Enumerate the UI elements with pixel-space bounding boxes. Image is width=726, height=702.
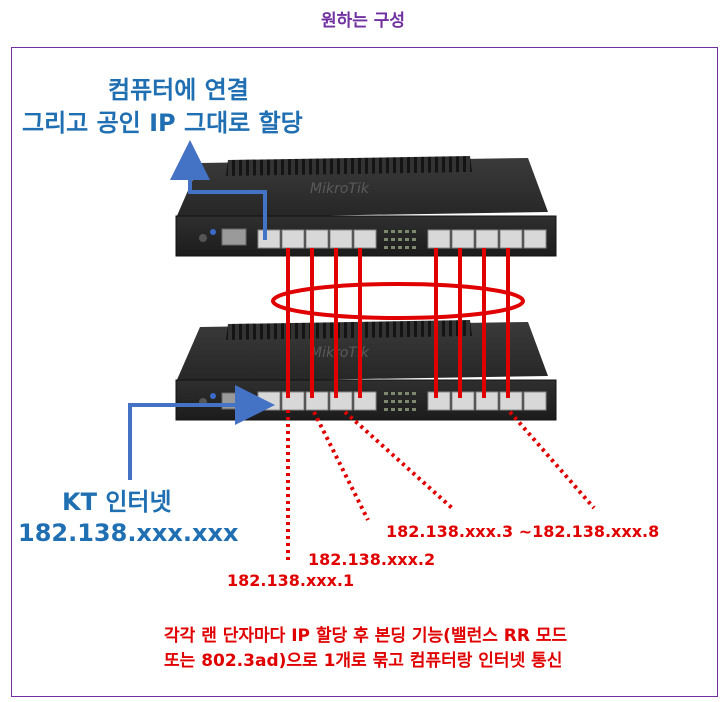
bonded-cables <box>286 248 510 398</box>
ip-label-2: 182.138.xxx.2 <box>308 550 436 569</box>
arrow-to-computer <box>170 140 267 240</box>
computer-label-line2: 그리고 공인 IP 그대로 할당 <box>22 109 303 137</box>
computer-label-line1: 컴퓨터에 연결 <box>108 76 249 104</box>
note-line2: 또는 802.3ad)으로 1개로 묶고 컴퓨터랑 인터넷 통신 <box>164 651 563 671</box>
brand-logo: MikroTik <box>310 181 370 197</box>
ip-label-1: 182.138.xxx.1 <box>227 571 355 590</box>
brand-logo: MikroTik <box>310 345 370 361</box>
diagram-frame <box>11 47 718 697</box>
ip-dotted-lines <box>286 410 596 562</box>
bonding-ellipse <box>271 282 525 320</box>
note-line1: 각각 랜 단자마다 IP 할당 후 본딩 기능(밸런스 RR 모드 <box>164 626 568 646</box>
router-top: MikroTik <box>175 156 557 257</box>
ports-top <box>257 229 547 249</box>
ip-label-3-8: 182.138.xxx.3 ~182.138.xxx.8 <box>386 522 660 541</box>
kt-ip-label: 182.138.xxx.xxx <box>18 519 239 547</box>
arrow-from-kt <box>128 385 275 480</box>
kt-internet-label: KT 인터넷 <box>62 488 172 516</box>
diagram-title: 원하는 구성 <box>320 11 406 31</box>
